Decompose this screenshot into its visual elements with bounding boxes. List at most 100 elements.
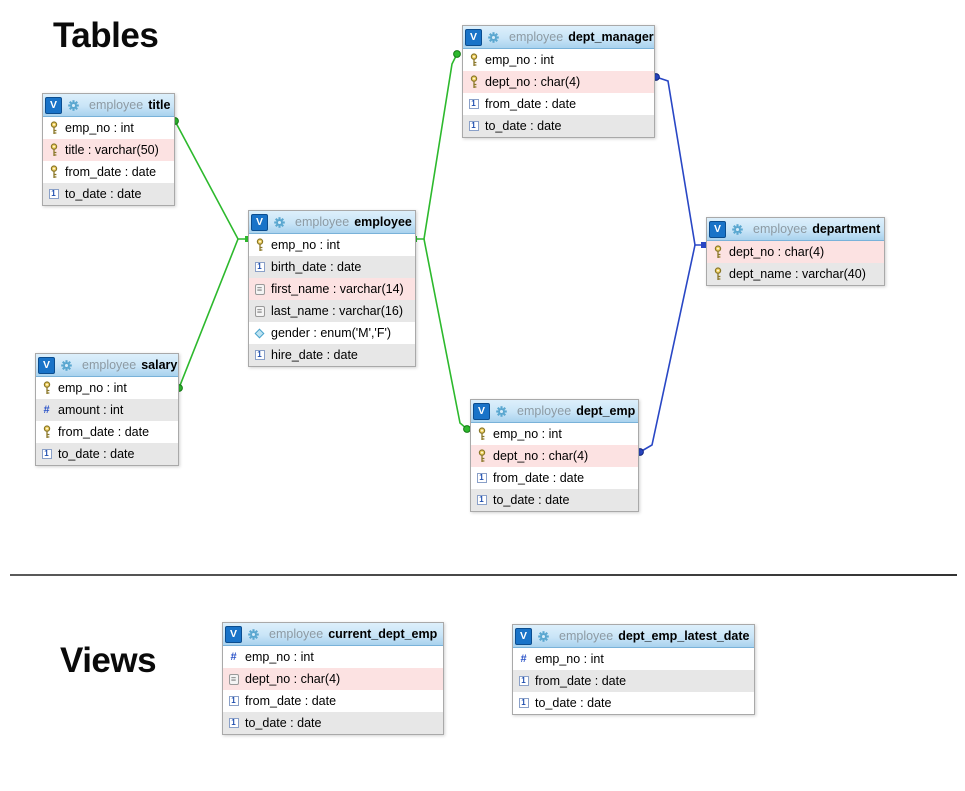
column-row-dept_manager[interactable]: emp_no : int: [463, 49, 654, 71]
column-row-dept_emp[interactable]: dept_no : char(4): [471, 445, 638, 467]
table-name: dept_emp_latest_date: [618, 629, 750, 643]
column-row-employee[interactable]: hire_date : date: [249, 344, 415, 366]
table-box-department[interactable]: V employee department dept_no : char(4) d…: [706, 217, 885, 286]
text-icon: [253, 303, 266, 319]
table-header[interactable]: V employee title: [43, 94, 174, 117]
column-row-employee[interactable]: birth_date : date: [249, 256, 415, 278]
date-icon: [517, 673, 530, 689]
view-badge-icon: V: [45, 96, 62, 114]
gear-icon: [537, 630, 550, 643]
column-label: to_date : date: [65, 187, 142, 201]
schema-name: employee: [559, 629, 614, 643]
column-label: birth_date : date: [271, 260, 362, 274]
date-icon: [253, 347, 266, 363]
column-label: to_date : date: [58, 447, 135, 461]
view-badge-icon: V: [473, 402, 490, 420]
table-box-employee[interactable]: V employee employee emp_no : int birth_da…: [248, 210, 416, 367]
table-box-current_dept_emp[interactable]: V employee current_dept_emp emp_no : int…: [222, 622, 444, 735]
key-icon: [253, 237, 266, 253]
text-icon: [227, 671, 240, 687]
column-row-employee[interactable]: first_name : varchar(14): [249, 278, 415, 300]
table-name: department: [812, 222, 881, 236]
schema-name: employee: [269, 627, 324, 641]
table-box-dept_emp[interactable]: V employee dept_emp emp_no : int dept_no …: [470, 399, 639, 512]
column-row-employee[interactable]: gender : enum('M','F'): [249, 322, 415, 344]
schema-name: employee: [517, 404, 572, 418]
relation-line-salary-employee[interactable]: [178, 238, 239, 389]
text-icon: [253, 281, 266, 297]
column-row-dept_emp_latest_date[interactable]: emp_no : int: [513, 648, 754, 670]
column-label: emp_no : int: [65, 121, 134, 135]
table-box-title[interactable]: V employee title emp_no : int title : var…: [42, 93, 175, 206]
column-label: from_date : date: [485, 97, 577, 111]
column-label: emp_no : int: [58, 381, 127, 395]
column-row-dept_emp[interactable]: from_date : date: [471, 467, 638, 489]
table-header[interactable]: V employee dept_manager: [463, 26, 654, 49]
relation-line-dept_emp-department[interactable]: [639, 244, 696, 453]
column-row-title[interactable]: to_date : date: [43, 183, 174, 205]
table-header[interactable]: V employee employee: [249, 211, 415, 234]
table-name: title: [148, 98, 171, 112]
table-header[interactable]: V employee department: [707, 218, 884, 241]
table-header[interactable]: V employee salary: [36, 354, 178, 377]
column-label: from_date : date: [535, 674, 627, 688]
column-row-current_dept_emp[interactable]: to_date : date: [223, 712, 443, 734]
relation-line-title-employee[interactable]: [174, 120, 247, 240]
column-row-title[interactable]: from_date : date: [43, 161, 174, 183]
column-row-salary[interactable]: amount : int: [36, 399, 178, 421]
column-label: first_name : varchar(14): [271, 282, 404, 296]
schema-name: employee: [89, 98, 144, 112]
key-icon: [475, 448, 488, 464]
column-label: emp_no : int: [493, 427, 562, 441]
key-icon: [40, 424, 53, 440]
table-name: employee: [354, 215, 412, 229]
column-label: emp_no : int: [245, 650, 314, 664]
table-header[interactable]: V employee dept_emp_latest_date: [513, 625, 754, 648]
column-row-salary[interactable]: to_date : date: [36, 443, 178, 465]
column-row-title[interactable]: emp_no : int: [43, 117, 174, 139]
column-row-dept_manager[interactable]: to_date : date: [463, 115, 654, 137]
view-badge-icon: V: [225, 625, 242, 643]
column-row-dept_manager[interactable]: from_date : date: [463, 93, 654, 115]
relation-line-employee-dept_manager[interactable]: [413, 53, 458, 240]
view-badge-icon: V: [515, 627, 532, 645]
column-row-department[interactable]: dept_no : char(4): [707, 241, 884, 263]
key-icon: [467, 74, 480, 90]
column-row-current_dept_emp[interactable]: emp_no : int: [223, 646, 443, 668]
gear-icon: [67, 99, 80, 112]
relation-line-employee-dept_emp[interactable]: [423, 238, 468, 430]
schema-name: employee: [509, 30, 564, 44]
column-row-dept_emp_latest_date[interactable]: from_date : date: [513, 670, 754, 692]
column-row-dept_emp[interactable]: to_date : date: [471, 489, 638, 511]
view-badge-icon: V: [709, 220, 726, 238]
table-box-salary[interactable]: V employee salary emp_no : int amount : i…: [35, 353, 179, 466]
column-row-dept_emp_latest_date[interactable]: to_date : date: [513, 692, 754, 714]
column-row-salary[interactable]: from_date : date: [36, 421, 178, 443]
enum-icon: [253, 325, 266, 341]
relation-line-dept_manager-department[interactable]: [655, 76, 704, 246]
column-row-salary[interactable]: emp_no : int: [36, 377, 178, 399]
relation-anchor: [701, 242, 707, 248]
schema-name: employee: [82, 358, 137, 372]
column-row-current_dept_emp[interactable]: from_date : date: [223, 690, 443, 712]
column-label: dept_name : varchar(40): [729, 267, 866, 281]
date-icon: [467, 96, 480, 112]
column-row-employee[interactable]: emp_no : int: [249, 234, 415, 256]
column-label: from_date : date: [58, 425, 150, 439]
table-header[interactable]: V employee current_dept_emp: [223, 623, 443, 646]
column-label: hire_date : date: [271, 348, 358, 362]
date-icon: [475, 470, 488, 486]
column-row-current_dept_emp[interactable]: dept_no : char(4): [223, 668, 443, 690]
column-row-dept_manager[interactable]: dept_no : char(4): [463, 71, 654, 93]
column-label: gender : enum('M','F'): [271, 326, 392, 340]
gear-icon: [273, 216, 286, 229]
date-icon: [517, 695, 530, 711]
column-row-title[interactable]: title : varchar(50): [43, 139, 174, 161]
column-row-dept_emp[interactable]: emp_no : int: [471, 423, 638, 445]
table-header[interactable]: V employee dept_emp: [471, 400, 638, 423]
column-row-employee[interactable]: last_name : varchar(16): [249, 300, 415, 322]
column-row-department[interactable]: dept_name : varchar(40): [707, 263, 884, 285]
table-box-dept_emp_latest_date[interactable]: V employee dept_emp_latest_date emp_no :…: [512, 624, 755, 715]
